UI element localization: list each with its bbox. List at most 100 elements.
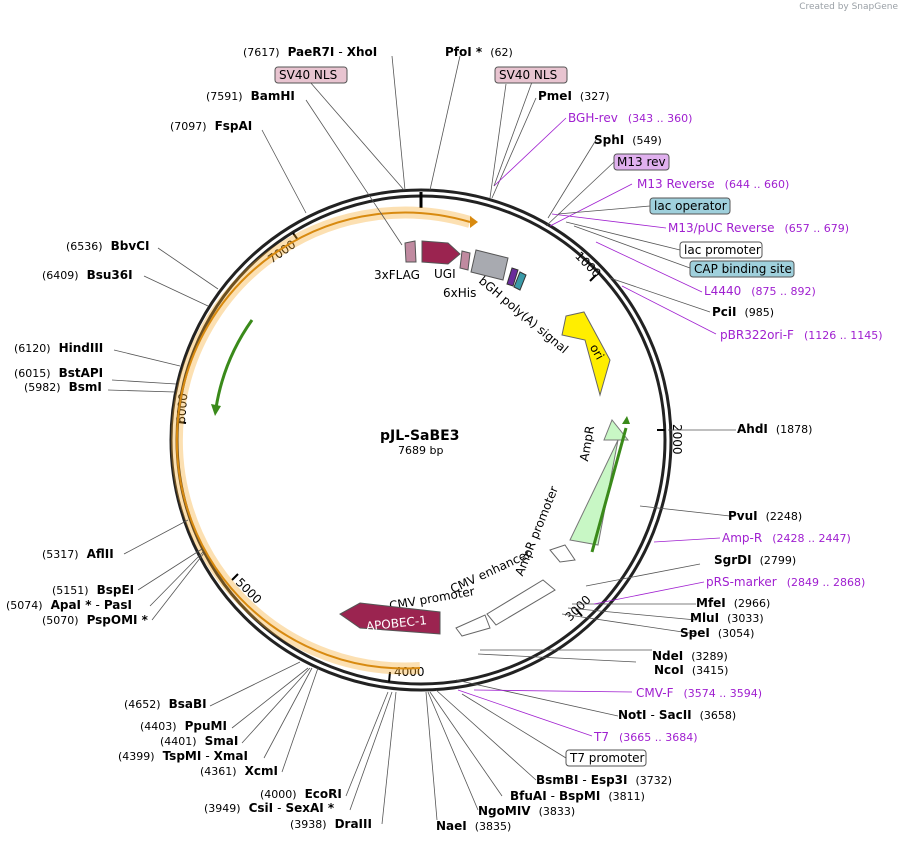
enzyme-name: XmaI [214,749,248,763]
primer-labels: BGH-rev(343 .. 360) M13 Reverse(644 .. 6… [568,111,883,744]
primer-name: T7 [593,730,609,744]
enzyme-name: DraIII [335,817,372,831]
enzyme-name: BsmI [69,380,102,394]
box-cap-binding-site: CAP binding site [694,262,792,276]
enzyme-pos: (5151) [52,584,89,597]
enzyme-name: BbvCI [111,239,150,253]
label-ampr: AmpR [577,425,597,463]
svg-text:(3938)DraIII: (3938)DraIII [290,817,372,831]
enzyme-name: NotI [618,708,647,722]
enzyme-pos: (3054) [718,627,755,640]
plasmid-name: pJL-SaBE3 [380,428,459,444]
enzyme-pos: (4361) [200,765,237,778]
enzyme-name: SexAI * [285,801,334,815]
primer-lines [457,117,721,737]
box-lines [309,81,691,759]
enzyme-name: PspOMI * [87,613,149,627]
snapgene-credit: Created by SnapGene [799,2,898,12]
svg-text:BsmBI-Esp3I(3732): BsmBI-Esp3I(3732) [536,773,672,787]
primer-name: CMV-F [636,686,674,700]
enzyme-pos: (3732) [636,774,673,787]
primer-range: (657 .. 679) [785,222,850,235]
enzyme-name: SacII [659,708,692,722]
enzyme-name: FspAI [215,119,253,133]
enzyme-pos: (4401) [160,735,197,748]
primer-range: (2849 .. 2868) [787,576,866,589]
enzyme-name: Bsu36I [87,268,133,282]
enzyme-name: AhdI [737,422,768,436]
primer-name: M13/pUC Reverse [668,221,775,235]
enzyme-name: SmaI [205,734,239,748]
cmv-promoter-arrow [455,614,491,637]
primer-name: BGH-rev [568,111,618,125]
svg-text:(7097)FspAI: (7097) FspAI [170,119,252,133]
svg-text:(5074)ApaI *-PasI: (5074)ApaI *-PasI [6,598,132,612]
enzyme-pos: (549) [632,134,662,147]
primer-range: (3665 .. 3684) [619,731,698,744]
svg-text:(7617)PaeR7I-XhoI: (7617)PaeR7I-XhoI [243,45,377,59]
enzyme-pos: (4399) [118,750,155,763]
enzyme-pos: (7097) [170,120,207,133]
svg-text:PvuI(2248): PvuI(2248) [728,509,802,523]
enzyme-pos: (4652) [124,698,161,711]
enzyme-pos: (327) [580,90,610,103]
enzyme-name: BspMI [559,789,600,803]
primer-range: (875 .. 892) [751,285,816,298]
svg-text:(4652)BsaBI: (4652)BsaBI [124,697,207,711]
svg-text:NdeI(3289): NdeI(3289) [652,649,728,663]
enzyme-labels: (7617)PaeR7I-XhoI (7591)BamHI (7097)FspA… [6,45,812,833]
cas9-inner-arrow [214,319,254,409]
tick-label-3000: 3000 [562,593,593,624]
svg-text:(4361)XcmI: (4361)XcmI [200,764,278,778]
box-m13-rev: M13 rev [617,155,666,169]
enzyme-pos: (7617) [243,46,280,59]
enzyme-pos: (3033) [727,612,764,625]
svg-text:(4000)EcoRI: (4000) EcoRI [260,787,342,801]
enzyme-name: AflII [87,547,114,561]
enzyme-name: PaeR7I [288,45,335,59]
enzyme-name: MfeI [696,596,726,610]
svg-text:NotI-SacII(3658): NotI-SacII(3658) [618,708,736,722]
primer-name: pRS-marker [706,575,777,589]
svg-text:pBR322ori-F(1126 .. 1145): pBR322ori-F(1126 .. 1145) [720,328,883,342]
enzyme-pos: (5074) [6,599,43,612]
svg-text:BGH-rev(343 .. 360): BGH-rev (343 .. 360) [568,111,692,125]
svg-text:Amp-R(2428 .. 2447): Amp-R (2428 .. 2447) [722,531,851,545]
enzyme-pos: (3949) [204,802,241,815]
box-t7-promoter: T7 promoter [569,751,645,765]
enzyme-name: PasI [104,598,132,612]
svg-text:MluI(3033): MluI(3033) [690,611,764,625]
svg-text:L4440(875 .. 892): L4440(875 .. 892) [704,284,816,298]
enzyme-pos: (5982) [24,381,61,394]
primer-range: (1126 .. 1145) [804,329,883,342]
enzyme-pos: (3415) [692,664,729,677]
enzyme-name: NgoMIV [478,804,531,818]
ori-arrow [561,311,611,397]
primer-name: M13 Reverse [637,177,715,191]
primer-range: (343 .. 360) [628,112,693,125]
enzyme-name: SgrDI [714,553,752,567]
plasmid-length: 7689 bp [398,444,443,457]
svg-text:NaeI(3835): NaeI(3835) [436,819,511,833]
tick-label-1000: 1000 [572,249,603,280]
enzyme-pos: (3833) [539,805,576,818]
enzyme-name: PmeI [538,89,572,103]
enzyme-name: PvuI [728,509,758,523]
primer-name: Amp-R [722,531,762,545]
enzyme-name: EcoRI [305,787,342,801]
enzyme-pos: (4000) [260,788,297,801]
svg-text:(4401)SmaI: (4401) SmaI [160,734,238,748]
label-ori: ori [587,342,607,363]
enzyme-name: Esp3I [591,773,628,787]
svg-text:T7(3665 .. 3684): T7 (3665 .. 3684) [593,730,698,744]
primer-range: (2428 .. 2447) [772,532,851,545]
enzyme-name: XhoI [347,45,378,59]
svg-text:NcoI(3415): NcoI(3415) [654,663,728,677]
enzyme-name: PfoI * [445,45,483,59]
enzyme-name: PpuMI [185,719,227,733]
enzyme-pos: (62) [490,46,513,59]
enzyme-name: SpeI [680,626,710,640]
enzyme-name: TspMI [163,749,202,763]
svg-text:PmeI(327): PmeI (327) [538,89,610,103]
